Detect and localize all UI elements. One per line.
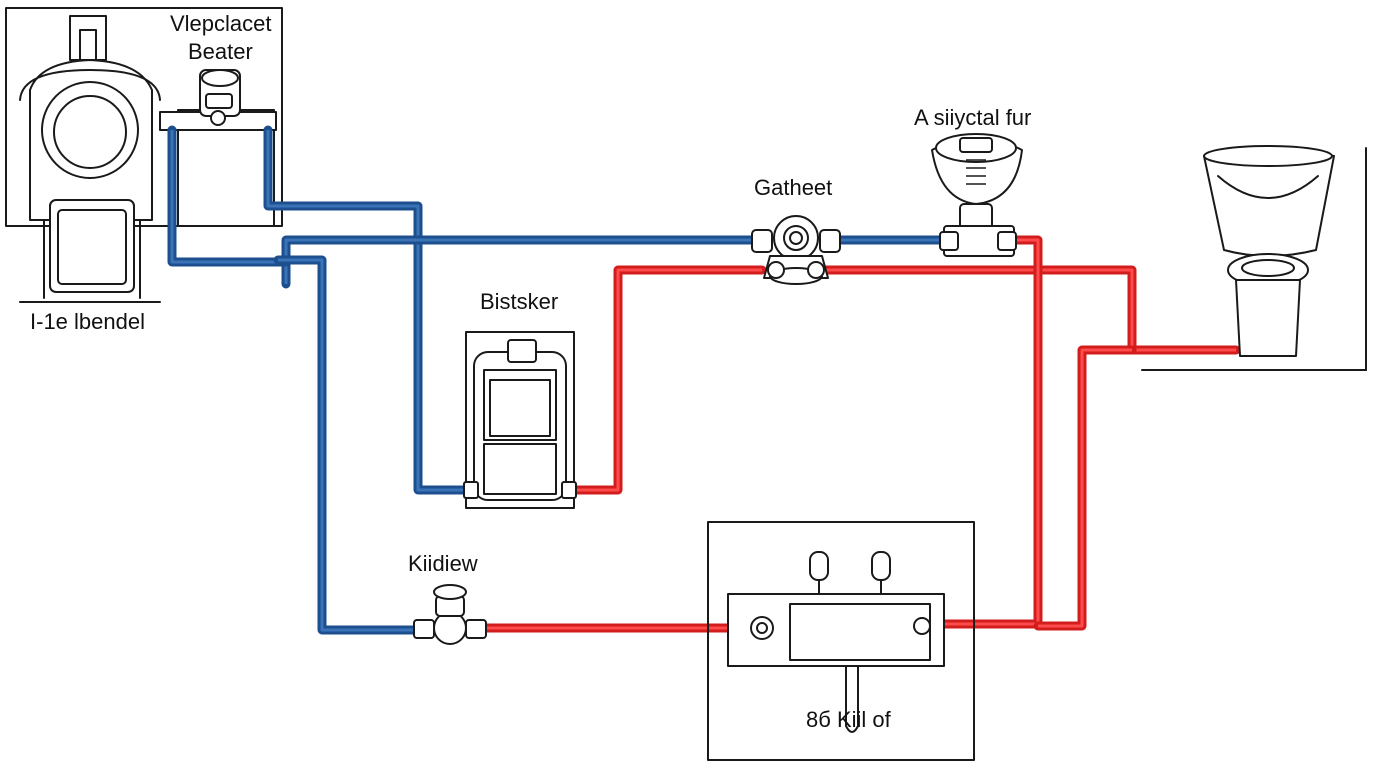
boiler-unit bbox=[5, 7, 283, 303]
sink-unit bbox=[707, 521, 975, 761]
sink-label: 8б Kiil of bbox=[806, 707, 891, 732]
heater-box bbox=[159, 69, 277, 227]
hot-water-pipes bbox=[475, 235, 1241, 633]
toilet bbox=[1141, 145, 1367, 371]
heater-label-line2: Beater bbox=[188, 39, 253, 64]
center-valve-label: Gatheet bbox=[754, 175, 833, 200]
top-filter-unit bbox=[931, 133, 1023, 257]
storage-tank bbox=[463, 331, 577, 509]
bottom-valve bbox=[413, 584, 487, 645]
storage-tank-label: Bistsker bbox=[480, 289, 559, 314]
center-valve bbox=[751, 215, 841, 285]
heater-label-line1: Vlepclacet bbox=[170, 11, 272, 36]
top-unit-label: A siiyctal fur bbox=[914, 105, 1032, 130]
bottom-valve-label: Kiidiew bbox=[408, 551, 478, 576]
boiler-label: I-1e lbendel bbox=[30, 309, 145, 334]
cold-water-pipes bbox=[167, 125, 953, 635]
